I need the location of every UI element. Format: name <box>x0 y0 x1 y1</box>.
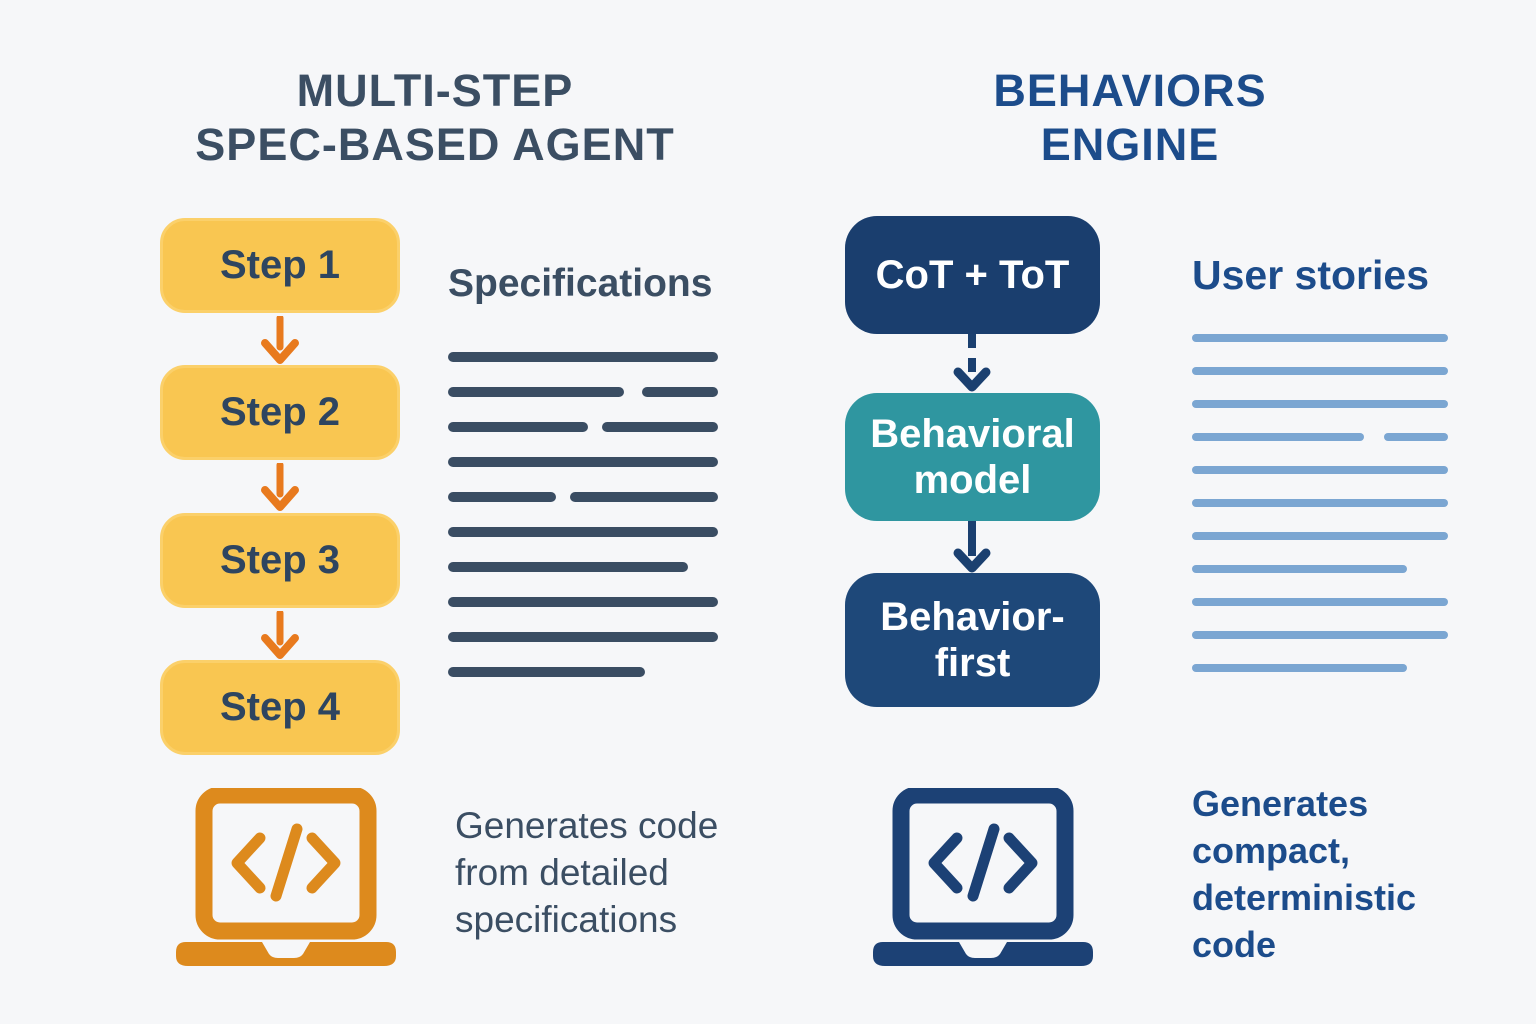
sketch-line-segment <box>1192 334 1448 342</box>
sketch-line-segment <box>448 422 589 432</box>
sketch-line-row <box>448 527 718 537</box>
specifications-sketch-lines <box>448 352 718 702</box>
sketch-line-row <box>448 492 718 502</box>
sketch-line-segment <box>448 457 718 467</box>
laptop-code-icon <box>873 788 1093 966</box>
sketch-line-segment <box>448 562 689 572</box>
sketch-line-row <box>448 632 718 642</box>
sketch-line-segment <box>1192 433 1364 441</box>
step-4-box: Step 4 <box>160 660 400 755</box>
sketch-line-row <box>1192 466 1448 474</box>
behavior-first-node: Behavior-first <box>845 573 1100 707</box>
user-stories-sketch-lines <box>1192 334 1448 697</box>
sketch-line-row <box>448 387 718 397</box>
sketch-line-segment <box>448 492 556 502</box>
sketch-line-row <box>1192 532 1448 540</box>
sketch-line-segment <box>448 632 718 642</box>
dashed-arrow-down-icon <box>953 334 991 392</box>
sketch-line-segment <box>1192 631 1448 639</box>
user-stories-heading: User stories <box>1192 252 1430 298</box>
sketch-line-row <box>448 667 718 677</box>
sketch-line-row <box>1192 400 1448 408</box>
laptop-code-icon <box>176 788 396 966</box>
step-1-box: Step 1 <box>160 218 400 313</box>
sketch-line-row <box>448 562 718 572</box>
sketch-line-segment <box>569 492 718 502</box>
sketch-line-row <box>1192 565 1448 573</box>
sketch-line-segment <box>448 527 718 537</box>
sketch-line-segment <box>448 352 718 362</box>
arrow-down-icon <box>953 521 991 573</box>
sketch-line-segment <box>448 387 624 397</box>
sketch-line-segment <box>1384 433 1448 441</box>
sketch-line-row <box>448 457 718 467</box>
sketch-line-row <box>1192 367 1448 375</box>
sketch-line-row <box>1192 664 1448 672</box>
sketch-line-segment <box>1192 598 1448 606</box>
sketch-line-row <box>448 422 718 432</box>
sketch-line-row <box>1192 334 1448 342</box>
sketch-line-row <box>1192 598 1448 606</box>
step-3-box: Step 3 <box>160 513 400 608</box>
sketch-line-segment <box>642 387 718 397</box>
sketch-line-segment <box>1192 466 1448 474</box>
sketch-line-segment <box>1192 532 1448 540</box>
sketch-line-segment <box>1192 367 1448 375</box>
arrow-down-icon <box>261 463 299 511</box>
sketch-line-segment <box>601 422 718 432</box>
left-caption: Generates code from detailed specificati… <box>455 805 719 940</box>
sketch-line-segment <box>1192 565 1408 573</box>
sketch-line-segment <box>1192 400 1448 408</box>
step-2-box: Step 2 <box>160 365 400 460</box>
sketch-line-row <box>1192 631 1448 639</box>
sketch-line-row <box>448 352 718 362</box>
sketch-line-segment <box>1192 499 1448 507</box>
right-caption: Generates compact, deterministic code <box>1192 783 1417 965</box>
right-column-title: BEHAVIORS ENGINE <box>993 65 1267 170</box>
sketch-line-row <box>448 597 718 607</box>
arrow-down-icon <box>261 316 299 364</box>
specifications-heading: Specifications <box>448 262 713 305</box>
left-column-title: MULTI-STEP SPEC-BASED AGENT <box>195 65 675 170</box>
cot-tot-node: CoT + ToT <box>845 216 1100 334</box>
sketch-line-segment <box>448 667 646 677</box>
sketch-line-row <box>1192 499 1448 507</box>
sketch-line-segment <box>1192 664 1408 672</box>
arrow-down-icon <box>261 611 299 659</box>
sketch-line-row <box>1192 433 1448 441</box>
behavioral-model-node: Behavioral model <box>845 393 1100 521</box>
sketch-line-segment <box>448 597 718 607</box>
